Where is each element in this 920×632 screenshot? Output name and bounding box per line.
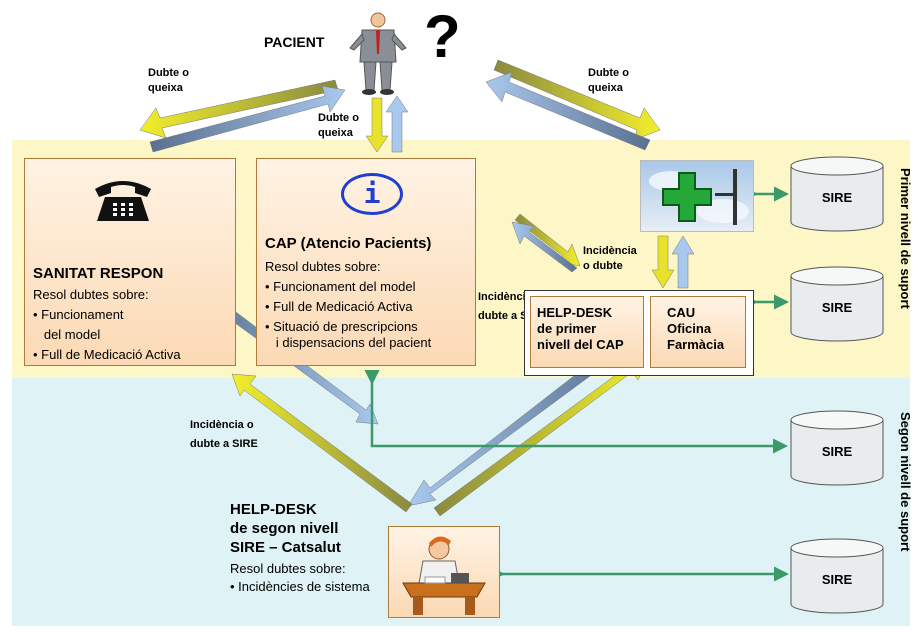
arrow-to-cap (365, 97, 389, 153)
arrow-from-cap (385, 95, 409, 153)
sire-database-2: SIRE (790, 266, 884, 342)
info-icon: i (341, 173, 403, 215)
first-level-label: Primer nivell de suport (898, 168, 913, 309)
arrow-helpdesk2-to-helpdesk1 (433, 353, 651, 517)
patient-label: PACIENT (264, 34, 325, 50)
sire-database-1: SIRE (790, 156, 884, 232)
arrow-helpdesk1-to-cap (511, 221, 578, 273)
arrow-to-sanitat (139, 79, 339, 139)
sire-database-3: SIRE (790, 410, 884, 486)
connector-cap-sire (364, 370, 788, 454)
pharmacy-cross-icon (640, 160, 754, 232)
arrow-cau-to-pharmacy (671, 235, 695, 289)
arrow-to-pharmacy (493, 59, 661, 141)
helpdesk2-list: Resol dubtes sobre: • Incidències de sis… (230, 561, 370, 594)
sanitat-title: SANITAT RESPON (33, 265, 164, 282)
arrow-pharmacy-to-cau (651, 235, 675, 289)
second-level-label: Segon nivell de suport (898, 412, 913, 552)
question-mark: ? (424, 3, 461, 70)
helpdesk2-operator-icon (388, 526, 500, 618)
arrow-from-sanitat (149, 85, 346, 153)
cap-list: Resol dubtes sobre: • Funcionament del m… (265, 259, 432, 350)
sanitat-respon-box: SANITAT RESPON Resol dubtes sobre: • Fun… (24, 158, 236, 366)
arrow-cap-to-helpdesk1 (514, 213, 581, 267)
cap-title: CAP (Atencio Pacients) (265, 235, 432, 252)
sire-database-4: SIRE (790, 538, 884, 614)
sanitat-list: Resol dubtes sobre: • Funcionament del m… (33, 287, 181, 362)
arrow-from-pharmacy (485, 71, 651, 151)
cap-box: i CAP (Atencio Pacients) Resol dubtes so… (256, 158, 476, 366)
arrow-helpdesk2-to-sanitat (231, 373, 413, 513)
patient-figure-icon (348, 10, 408, 96)
telephone-icon (91, 175, 155, 225)
